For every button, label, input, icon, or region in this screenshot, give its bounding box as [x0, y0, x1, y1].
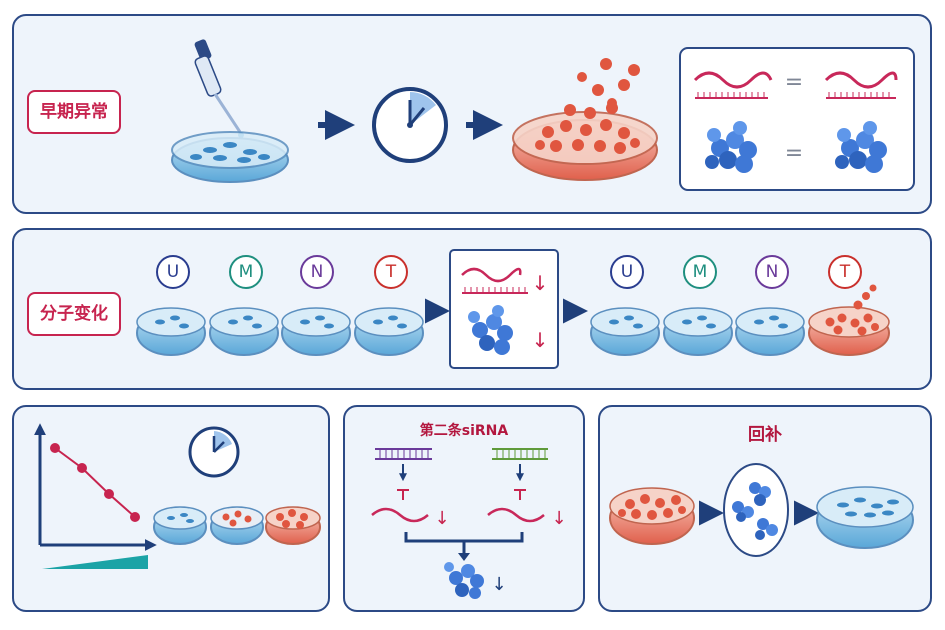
dish-blue-n — [281, 307, 351, 356]
dish-red-rescue — [609, 487, 695, 545]
protein-cluster-icon — [468, 305, 513, 355]
label-molecular-change: 分子变化 — [27, 292, 121, 336]
title-second-sirna: 第二条siRNA — [419, 423, 509, 439]
molecular-inset — [449, 249, 559, 369]
time-course-plot — [34, 423, 157, 569]
dish-blue-u-after — [590, 307, 660, 356]
pipette-icon — [194, 39, 244, 138]
label-early-abnormality: 早期异常 — [27, 90, 121, 134]
clock-icon-small — [188, 426, 240, 478]
marker-m-right: M — [683, 255, 717, 289]
dish-blue-t — [354, 307, 424, 356]
protein-cluster-icon — [835, 121, 887, 173]
dish-red-early — [512, 58, 658, 181]
marker-u-left: U — [156, 255, 190, 289]
equals-sign-2: = — [785, 141, 803, 166]
protein-cluster-icon — [705, 121, 757, 173]
clock-icon-large — [372, 87, 448, 163]
dish-blue-early — [171, 131, 289, 183]
dish-blue-rescue — [816, 486, 914, 549]
dish-row-left — [136, 307, 424, 356]
mrna-wave-left — [371, 507, 429, 523]
dose-ramp — [42, 555, 148, 569]
rna-wave-icon — [693, 71, 773, 99]
sirna-duplex-purple — [375, 448, 432, 460]
title-rescue: 回补 — [748, 425, 782, 445]
dish-red-t-after — [808, 284, 890, 356]
dish-row-right — [590, 284, 890, 356]
equals-sign-1: = — [785, 70, 803, 95]
down-arrow-rna: ↓ — [532, 271, 549, 295]
dish-blue-m — [209, 307, 279, 356]
down-arrow-protein: ↓ — [532, 328, 549, 352]
down-arrow-left: ↓ — [434, 508, 449, 529]
inhibit-symbol-left — [397, 489, 409, 500]
marker-t-left: T — [374, 255, 408, 289]
marker-m-left: M — [229, 255, 263, 289]
protein-ellipse-inset — [723, 463, 789, 557]
protein-cluster-icon — [444, 562, 484, 599]
marker-t-right: T — [828, 255, 862, 289]
dish-blue-m-after — [663, 307, 733, 356]
dish-red-series — [265, 506, 321, 545]
down-arrow-protein-final: ↓ — [491, 574, 506, 595]
dish-blue-u — [136, 307, 206, 356]
down-arrow-right: ↓ — [551, 508, 566, 529]
dish-series — [153, 506, 321, 545]
rna-wave-icon — [461, 267, 528, 294]
dish-blue-n-after — [735, 307, 805, 356]
marker-u-right: U — [610, 255, 644, 289]
dish-blue-series — [153, 506, 207, 545]
rna-wave-icon — [824, 71, 898, 99]
inhibit-symbol-right — [514, 489, 526, 500]
dish-mixed-series — [210, 506, 264, 545]
marker-n-right: N — [755, 255, 789, 289]
marker-n-left: N — [300, 255, 334, 289]
mrna-wave-right — [487, 507, 545, 523]
merge-bracket — [404, 532, 524, 556]
sirna-duplex-green — [492, 448, 548, 460]
merge-arrowhead — [458, 553, 470, 561]
